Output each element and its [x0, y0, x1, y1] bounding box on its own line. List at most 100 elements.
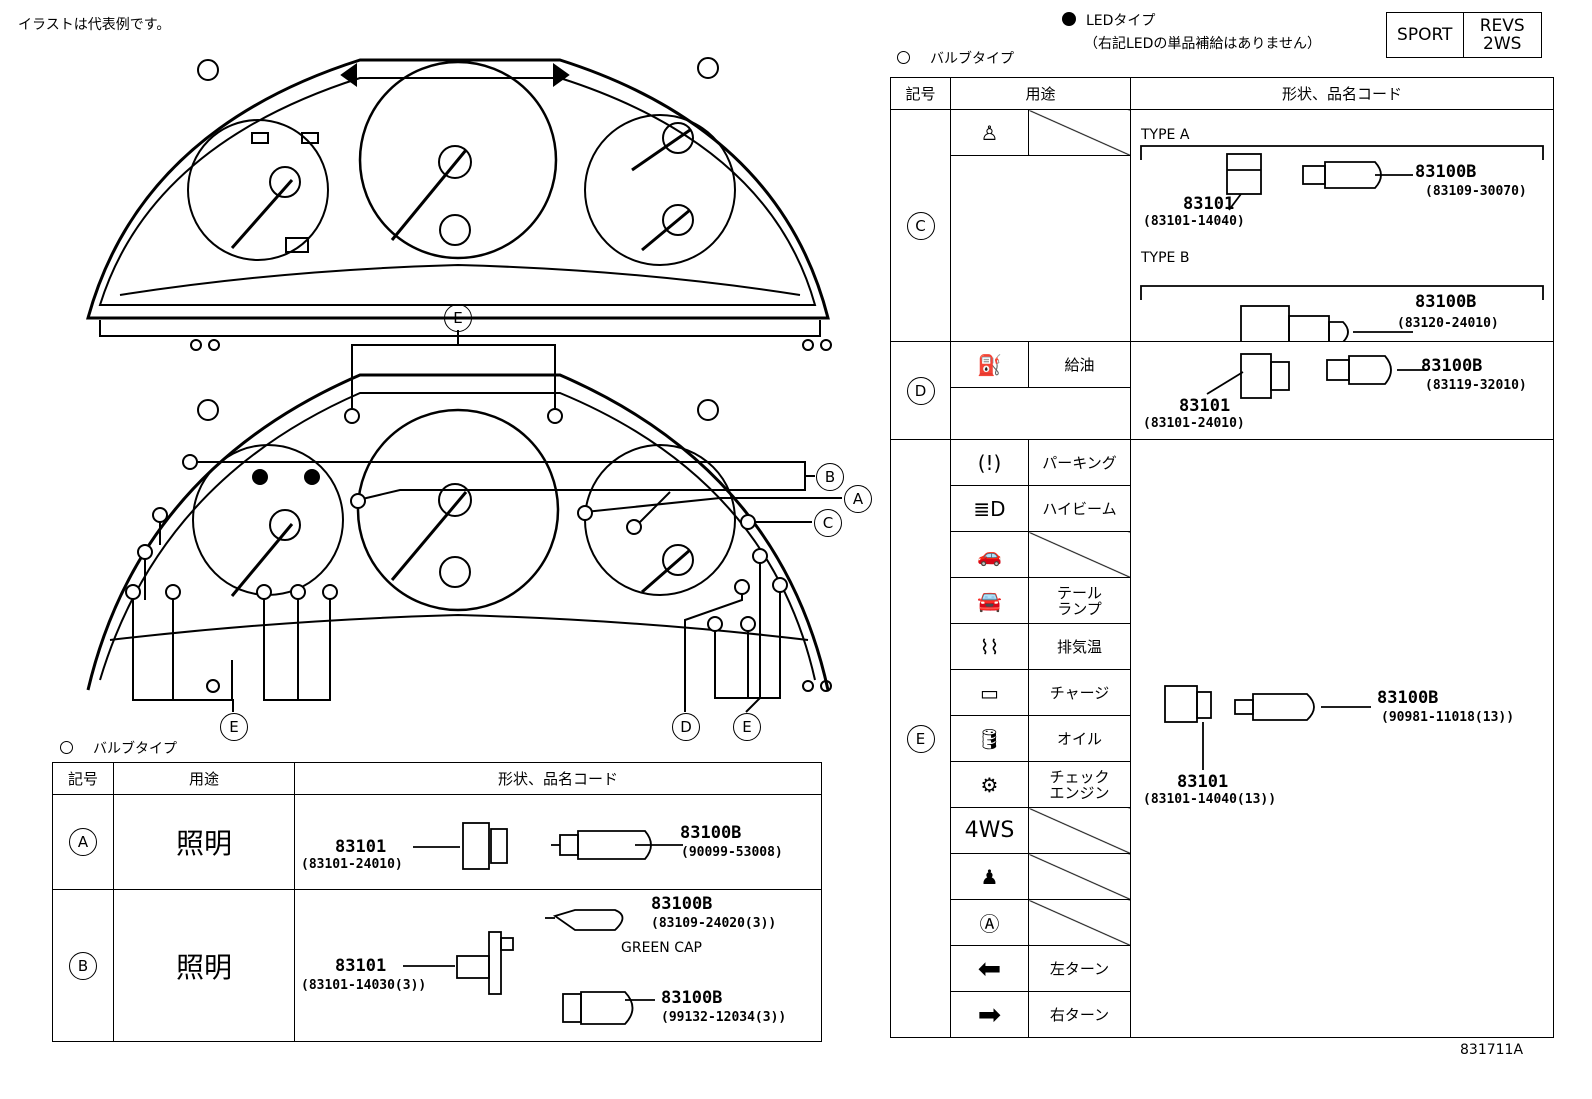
use-empty [1028, 807, 1131, 854]
use-illumination: 照明 [113, 794, 295, 890]
airbag-icon: ♟ [980, 864, 999, 889]
socket-part-code: (83101-24010) [1143, 416, 1245, 431]
check-engine-icon: ⚙ [980, 772, 999, 797]
exhaust-temp-icon: ⌇⌇ [979, 634, 1000, 659]
badge-sport: SPORT [1397, 25, 1453, 45]
bulb-part-code: (90099-53008) [681, 845, 783, 860]
parts-cell-e: 83100B (90981-11018(13)) 83101 (83101-14… [1130, 439, 1554, 1038]
bulb-part-number: 83100B [1415, 292, 1477, 312]
oil-icon: 🛢 [976, 726, 1003, 751]
table-row: D ⛽ 給油 83100B (83119-32010) 83101 (83101… [890, 341, 1554, 440]
callout-d: D [672, 713, 700, 741]
header-use: 用途 [113, 762, 295, 795]
socket-part-code: (83101-14030(3)) [301, 978, 427, 993]
callout-e-left: E [220, 713, 248, 741]
left-bulb-table: 記号 用途 形状、品名コード A 照明 83101 (83101-24010) … [52, 762, 822, 1042]
use-right-turn: 右ターン [1028, 991, 1131, 1038]
use-empty [1028, 109, 1131, 156]
4ws-icon: 4WS [964, 818, 1015, 843]
use-check-engine: チェック エンジン [1028, 761, 1131, 808]
bulb-legend-right: バルブタイプ [930, 51, 1014, 67]
use-empty [1028, 853, 1131, 900]
socket-part-number: 83101 [335, 837, 387, 857]
header-symbol: 記号 [890, 77, 951, 110]
use-parking: パーキング [1028, 439, 1131, 486]
header-use: 用途 [950, 77, 1131, 110]
socket-part-number: 83101 [1179, 396, 1231, 416]
led-legend: LEDタイプ [1086, 13, 1156, 29]
type-b-label: TYPE B [1141, 250, 1190, 266]
seatbelt-icon: ♙ [980, 120, 999, 145]
bulb-part-code: (83120-24010) [1397, 316, 1499, 331]
header-shape-code: 形状、品名コード [294, 762, 822, 795]
bulb-part-number: 83100B [1421, 356, 1483, 376]
led-dot-icon [1062, 12, 1076, 26]
socket-part-number: 83101 [335, 956, 387, 976]
use-illumination: 照明 [113, 889, 295, 1042]
bulb-circle-icon [60, 741, 73, 754]
bulb-part-code: (83119-32010) [1425, 378, 1527, 393]
use-high-beam: ハイビーム [1028, 485, 1131, 532]
use-empty [950, 387, 1131, 440]
lower-cluster [86, 330, 842, 713]
bulb-circle-icon [897, 51, 910, 64]
bulb-part-number: 83100B [1377, 688, 1439, 708]
table-row: C ♙ TYPE A 83101 (83101-14040) 83100B (8… [890, 109, 1554, 342]
callout-b: B [816, 463, 844, 491]
callout-e-right: E [733, 713, 761, 741]
socket-part-number: 83101 [1183, 194, 1235, 214]
parts-cell: 83100B (83109-24020(3)) GREEN CAP 83101 … [294, 889, 822, 1042]
header-shape-code: 形状、品名コード [1130, 77, 1554, 110]
representative-note: イラストは代表例です。 [18, 17, 171, 33]
use-left-turn: 左ターン [1028, 945, 1131, 992]
callout-c: C [814, 509, 842, 537]
table-row: B 照明 83100B (83109-24020(3)) GREEN CAP 8… [52, 889, 822, 1042]
abs-icon: Ⓐ [979, 912, 1000, 936]
bulb-part-code: (99132-12034(3)) [661, 1010, 787, 1025]
door-open-icon: 🚗 [977, 542, 1002, 567]
symbol-a: A [69, 828, 97, 856]
symbol-e: E [906, 724, 935, 753]
bulb-part-code: (83109-30070) [1425, 184, 1527, 199]
left-turn-icon: ⬅ [977, 952, 1002, 985]
header-symbol: 記号 [52, 762, 114, 795]
symbol-b: B [69, 951, 97, 980]
table-row: A 照明 83101 (83101-24010) 83100B (90099-5… [52, 794, 822, 890]
socket-part-code: (83101-14040(13)) [1143, 792, 1277, 807]
figure-id: 831711A [1460, 1042, 1524, 1058]
fuel-pump-icon: ⛽ [977, 352, 1002, 377]
parts-cell-d: 83100B (83119-32010) 83101 (83101-24010) [1130, 341, 1554, 440]
bulb-part-number: 83100B [661, 988, 723, 1008]
parts-cell: 83101 (83101-24010) 83100B (90099-53008) [294, 794, 822, 890]
right-turn-icon: ➡ [977, 998, 1002, 1031]
bulb-legend-left: バルブタイプ [93, 741, 177, 757]
combination-meter-diagram [86, 57, 842, 713]
bulb-part-code: (90981-11018(13)) [1381, 710, 1515, 725]
callout-a: A [844, 485, 872, 513]
right-bulb-table: 記号 用途 形状、品名コード C ♙ TYPE A 83101 (83101-1… [890, 77, 1554, 1038]
use-charge: チャージ [1028, 669, 1131, 716]
use-fuel: 給油 [1028, 341, 1131, 388]
type-a-label: TYPE A [1141, 127, 1190, 143]
bulb-part-code: (83109-24020(3)) [651, 916, 777, 931]
use-oil: オイル [1028, 715, 1131, 762]
led-note: （右記LEDの単品補給はありません） [1084, 36, 1322, 52]
use-empty [1028, 531, 1131, 578]
socket-part-code: (83101-14040) [1143, 214, 1245, 229]
symbol-c: C [906, 211, 935, 240]
bulb-part-number: 83100B [680, 823, 742, 843]
socket-part-code: (83101-24010) [301, 857, 403, 872]
parts-cell-c: TYPE A 83101 (83101-14040) 83100B (83109… [1130, 109, 1554, 342]
use-exhaust-temp: 排気温 [1028, 623, 1131, 670]
high-beam-icon: ≣D [973, 496, 1006, 521]
socket-part-number: 83101 [1177, 772, 1229, 792]
table-row: E (!) パーキング 83100B (90981-11018(13)) 831… [890, 439, 1554, 1038]
battery-icon: ▭ [980, 680, 999, 705]
use-tail-lamp: テール ランプ [1028, 577, 1131, 624]
callout-e-top: E [444, 304, 472, 332]
green-cap-label: GREEN CAP [621, 940, 702, 956]
upper-cluster [86, 57, 832, 351]
tail-lamp-icon: 🚘 [977, 588, 1002, 613]
